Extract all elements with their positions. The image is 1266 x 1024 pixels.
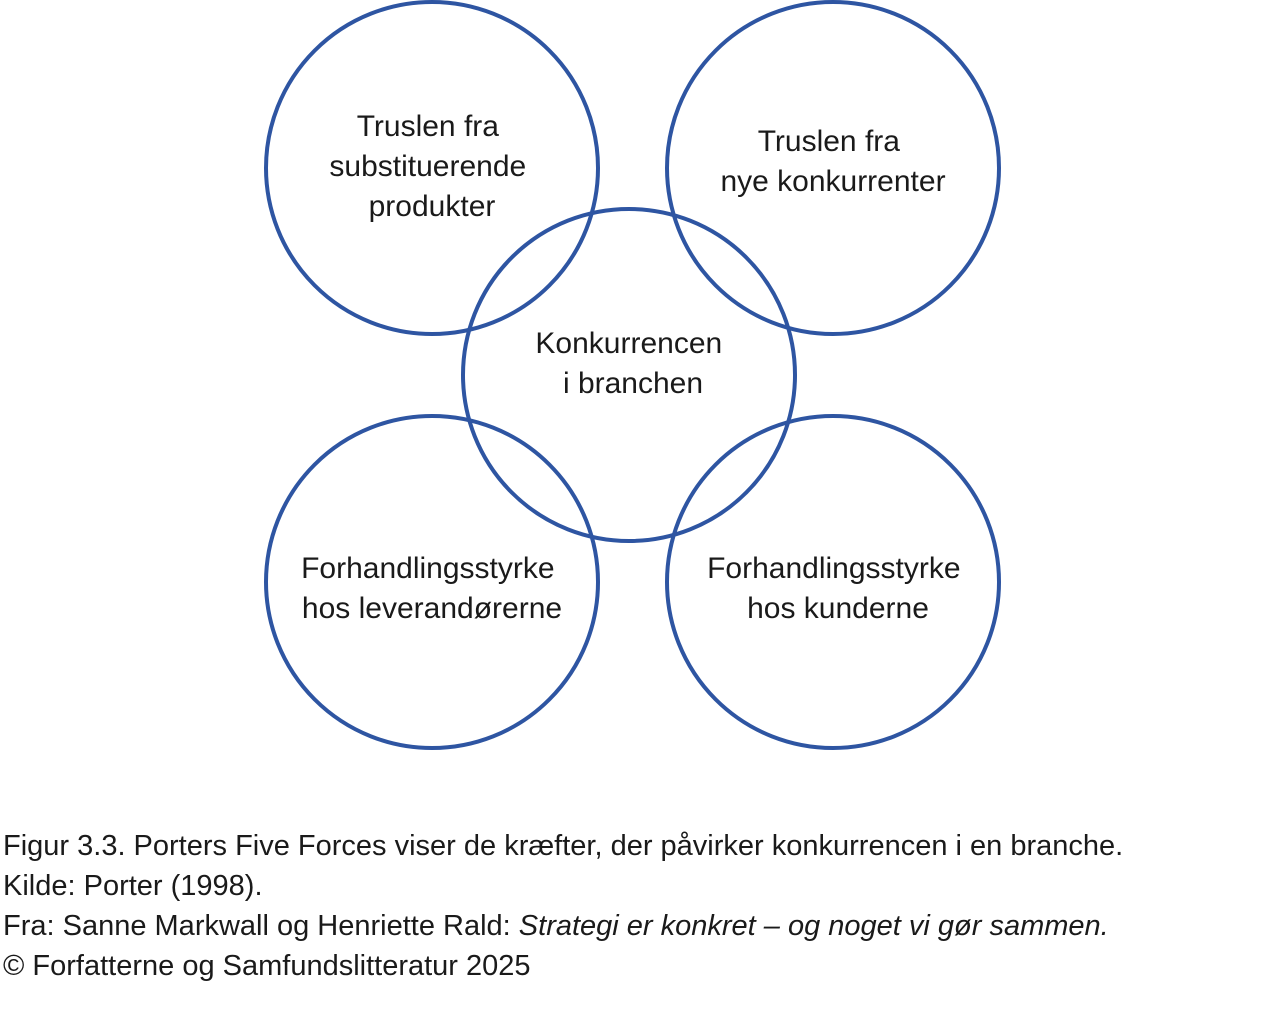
label-buyers-line-1: Forhandlingsstyrke [707,552,960,585]
label-suppliers: Forhandlingsstyrke hos leverandørerne [301,552,563,625]
label-new-entrants: Truslen fra nye konkurrenter [720,125,945,198]
label-rivalry-line-2: i branchen [563,367,703,400]
label-substitutes-line-2: substituerende [329,150,526,183]
circle-substitutes [264,0,600,336]
five-forces-diagram: Truslen fra substituerende produkter Tru… [264,0,1001,750]
caption-line-title: Figur 3.3. Porters Five Forces viser de … [3,830,1124,862]
figure-caption: Figur 3.3. Porters Five Forces viser de … [3,826,1263,986]
caption-line-from: Fra: Sanne Markwall og Henriette Rald: S… [3,906,1263,946]
label-new-entrants-line-1: Truslen fra [758,125,901,158]
circle-rivalry [461,207,797,543]
label-buyers-line-2: hos kunderne [747,592,929,625]
label-substitutes: Truslen fra substituerende produkter [329,110,534,223]
label-new-entrants-line-2: nye konkurrenter [720,165,945,198]
label-substitutes-line-3: produkter [369,190,496,223]
caption-line-copyright: © Forfatterne og Samfundslitteratur 2025 [3,950,531,982]
circle-suppliers [264,414,600,750]
label-suppliers-line-1: Forhandlingsstyrke [301,552,554,585]
label-buyers: Forhandlingsstyrke hos kunderne [707,552,969,625]
label-substitutes-line-1: Truslen fra [357,110,500,143]
label-suppliers-line-2: hos leverandørerne [302,592,562,625]
label-rivalry: Konkurrencen i branchen [535,327,730,400]
caption-from-prefix: Fra: Sanne Markwall og Henriette Rald: [3,910,519,942]
circle-buyers [665,414,1001,750]
caption-line-source: Kilde: Porter (1998). [3,870,263,902]
label-rivalry-line-1: Konkurrencen [535,327,722,360]
circle-new-entrants [665,0,1001,336]
caption-book-title: Strategi er konkret – og noget vi gør sa… [518,910,1109,942]
